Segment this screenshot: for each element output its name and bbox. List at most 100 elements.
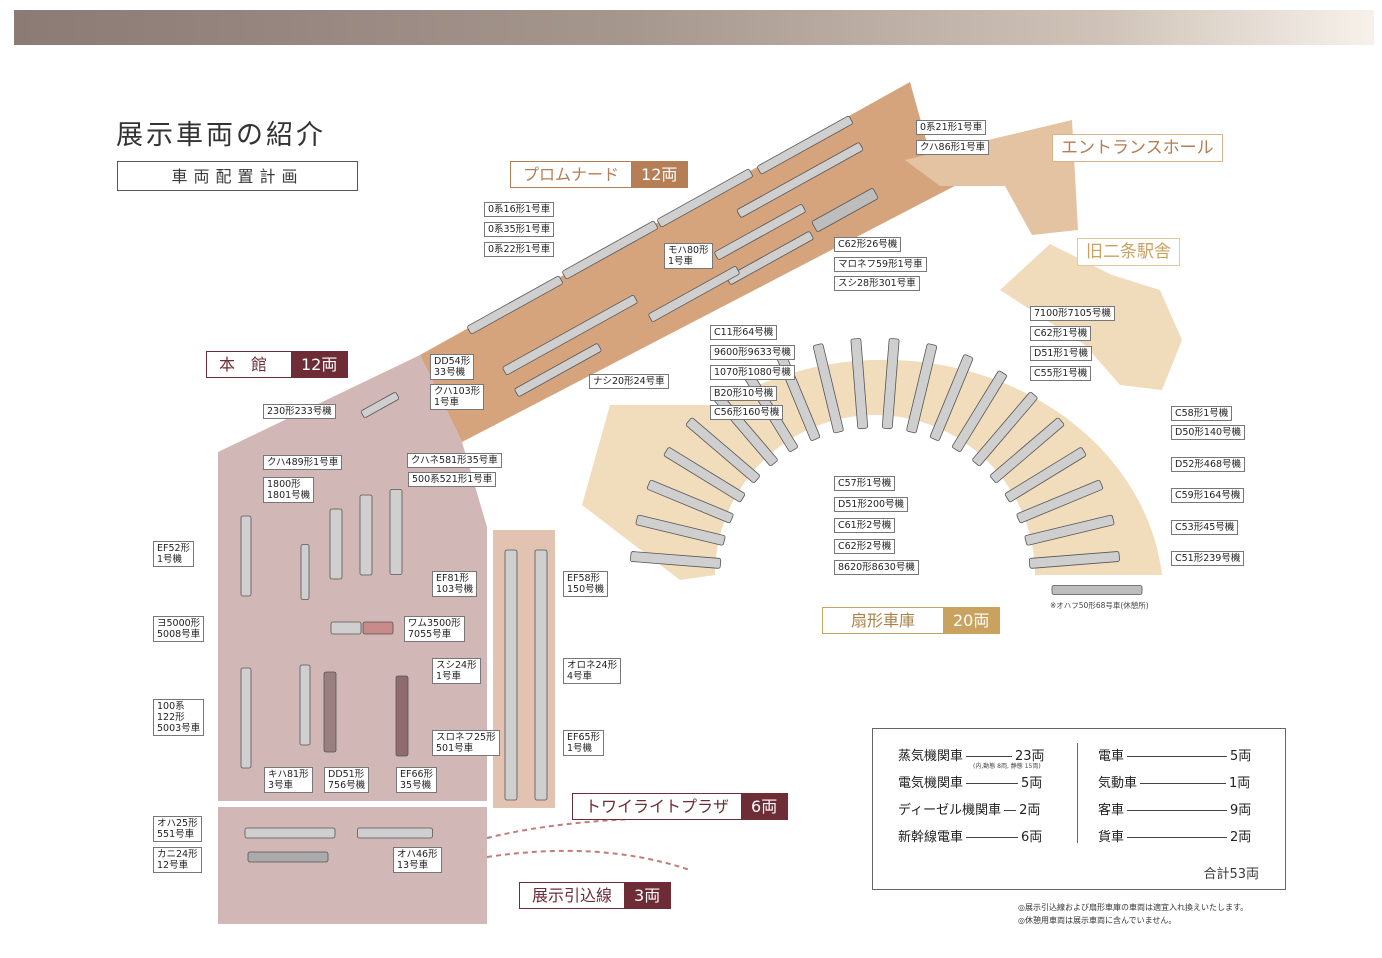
- vehicle-label: 7100形7105号機: [1030, 306, 1115, 321]
- vehicle-label: スシ28形301号車: [834, 276, 920, 291]
- vehicle-shape: [502, 295, 638, 375]
- vehicle-shape: [1016, 479, 1104, 524]
- siding-track: [486, 849, 691, 871]
- vehicle-label: マロネフ59形1号車: [834, 257, 927, 272]
- vehicle-shape: [467, 275, 563, 335]
- vehicle-shape: [929, 354, 974, 441]
- vehicle-label: C55形1号機: [1030, 366, 1092, 381]
- summary-count: 6両: [1021, 830, 1043, 845]
- vehicle-shape: [330, 621, 362, 635]
- vehicle-shape: [1004, 447, 1087, 503]
- summary-row: 貨車 2両: [1098, 826, 1251, 845]
- vehicle-label: DD54形 33号機: [430, 354, 475, 380]
- page-subtitle: 車両配置計画: [117, 161, 358, 191]
- vehicle-label: C53形45号機: [1171, 520, 1239, 535]
- footnote: ◎展示引込線および扇形車庫の車両は適宜入れ換えいたします。: [1018, 903, 1249, 912]
- vehicle-shape: [323, 671, 337, 753]
- vehicle-label: C62形2号機: [834, 539, 896, 554]
- vehicle-label: キハ81形 3号車: [264, 767, 313, 793]
- vehicle-label: 0系21形1号車: [916, 120, 987, 135]
- vehicle-shape: [646, 479, 734, 524]
- summary-count: 5両: [1230, 749, 1252, 764]
- vehicle-label: B20形10号機: [710, 386, 778, 401]
- vehicle-label: EF66形 35号機: [396, 767, 438, 793]
- zone-siding-name: 展示引込線: [520, 883, 625, 908]
- summary-name: ディーゼル機関車: [898, 803, 1002, 818]
- vehicle-shape: [329, 508, 343, 580]
- zone-promenade: プロムナード 12両: [510, 161, 689, 188]
- vehicle-shape: [630, 551, 722, 569]
- vehicle-label: スシ24形 1号車: [432, 658, 481, 684]
- zone-honkan-name: 本 館: [207, 352, 291, 377]
- vehicle-label: 1800形 1801号機: [263, 477, 315, 503]
- vehicle-label: EF58形 150号機: [563, 571, 609, 597]
- steam-breakdown-note: (内,動態 8両, 静態 15両): [973, 763, 1041, 770]
- summary-name: 新幹線電車: [898, 830, 964, 845]
- zone-fan-shed-name: 扇形車庫: [823, 608, 943, 633]
- summary-name: 貨車: [1098, 830, 1125, 845]
- vehicle-label: EF65形 1号機: [563, 730, 605, 756]
- vehicle-shape: [635, 514, 726, 546]
- zone-promenade-count: 12両: [631, 162, 688, 187]
- summary-count: 1両: [1229, 776, 1251, 791]
- vehicle-label: D51形1号機: [1030, 346, 1092, 361]
- vehicle-shape: [812, 343, 844, 434]
- vehicle-label: クハ86形1号車: [916, 140, 990, 155]
- zone-siding-count: 3両: [624, 883, 671, 908]
- summary-row: 気動車 1両: [1098, 772, 1250, 791]
- vehicle-label: オハ25形 551号車: [153, 816, 202, 842]
- vehicle-shape: [726, 231, 814, 285]
- vehicle-label: 0系16形1号車: [484, 202, 555, 217]
- rest-car-note: ※オハフ50形68号車(休憩所): [1050, 601, 1149, 610]
- zone-honkan: 本 館 12両: [206, 351, 349, 378]
- vehicle-shape: [240, 667, 252, 769]
- vehicle-shape: [663, 447, 746, 503]
- vehicle-shape: [906, 343, 938, 434]
- vehicle-shape: [757, 115, 853, 175]
- vehicle-shape: [362, 621, 394, 635]
- vehicle-label: スロネフ25形 501号車: [432, 730, 500, 756]
- vehicle-label: C61形2号機: [834, 518, 896, 533]
- vehicle-shape: [504, 549, 518, 801]
- vehicle-label: 230形233号機: [263, 404, 336, 419]
- honkan-divider: [218, 801, 488, 807]
- vehicle-label: DD51形 756号機: [324, 767, 370, 793]
- vehicle-shape: [300, 544, 310, 600]
- vehicle-shape: [360, 392, 400, 418]
- vehicle-label: 9600形9633号機: [710, 345, 795, 360]
- vehicle-label: C62形1号機: [1030, 326, 1092, 341]
- zone-siding: 展示引込線 3両: [519, 882, 672, 909]
- vehicle-shape: [389, 489, 403, 575]
- vehicle-shape: [685, 417, 760, 483]
- zone-fan-shed-count: 20両: [943, 608, 1000, 633]
- header-bar: [14, 10, 1374, 45]
- summary-name: 電気機関車: [898, 776, 964, 791]
- zone-promenade-name: プロムナード: [511, 162, 632, 187]
- vehicle-label: オロネ24形 4号車: [563, 658, 622, 684]
- summary-count: 2両: [1019, 803, 1041, 818]
- vehicle-label: 0系22形1号車: [484, 242, 555, 257]
- vehicle-label: クハネ581形35号車: [407, 453, 502, 468]
- vehicle-label: D50形140号機: [1171, 425, 1246, 440]
- summary-name: 気動車: [1098, 776, 1138, 791]
- summary-name: 客車: [1098, 803, 1125, 818]
- vehicle-label: C57形1号機: [834, 476, 896, 491]
- vehicle-label: C11形64号機: [710, 325, 778, 340]
- vehicle-label: ナシ20形24号車: [589, 374, 669, 389]
- zone-fan-shed: 扇形車庫 20両: [822, 607, 1001, 634]
- zone-twilight-name: トワイライトプラザ: [573, 794, 742, 819]
- footnote: ◎休憩用車両は展示車両に含んでいません。: [1018, 916, 1177, 925]
- zone-twilight: トワイライトプラザ 6両: [572, 793, 789, 820]
- entrance-hall-area: [905, 120, 1078, 235]
- vehicle-shape: [1028, 551, 1120, 569]
- page-title: 展示車両の紹介: [116, 120, 326, 151]
- summary-count: 2両: [1230, 830, 1252, 845]
- vehicle-label: 0系35形1号車: [484, 222, 555, 237]
- summary-row: 新幹線電車 6両: [898, 826, 1042, 845]
- vehicle-shape: [657, 168, 753, 228]
- vehicle-shape: [357, 827, 433, 839]
- zone-honkan-count: 12両: [291, 352, 348, 377]
